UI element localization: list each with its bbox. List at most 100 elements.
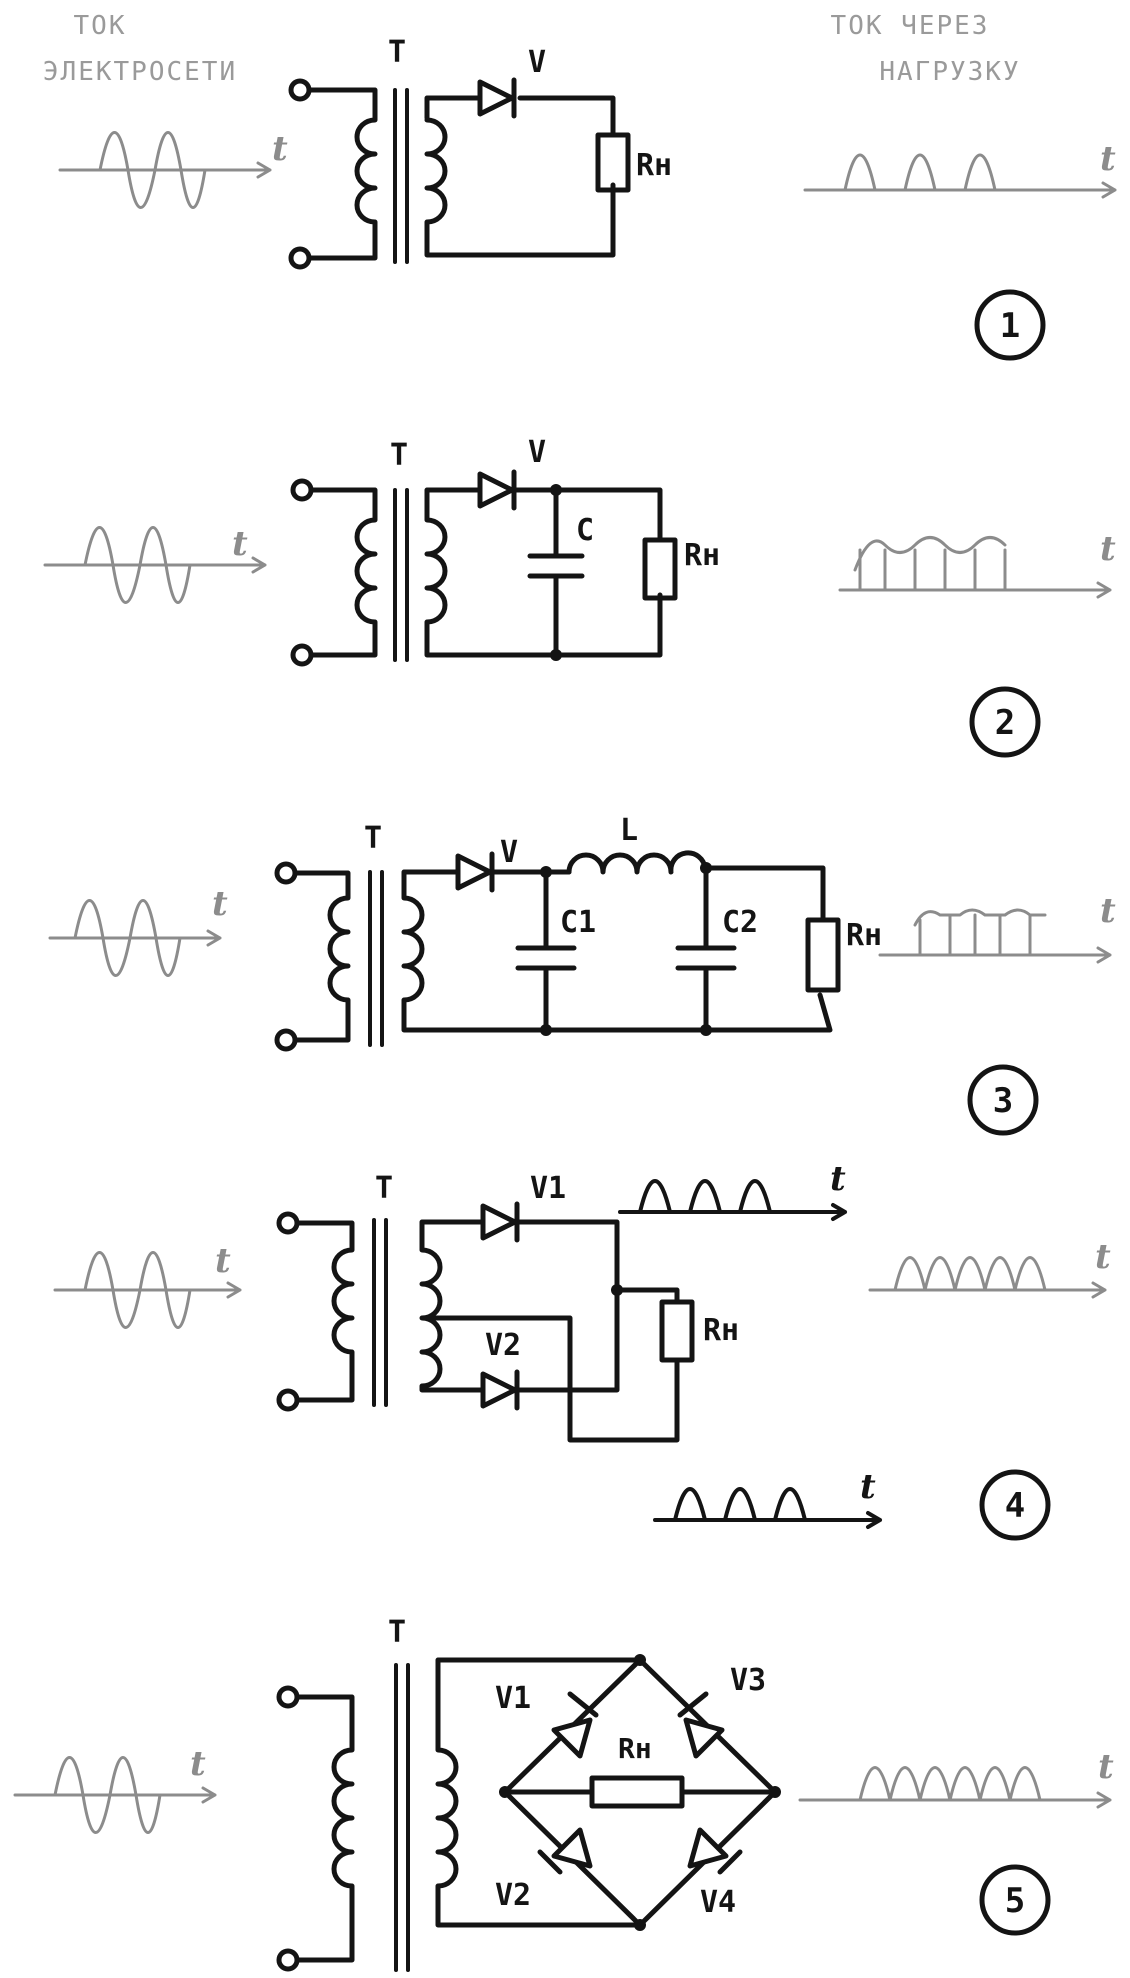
primary-winding <box>292 870 351 1043</box>
junction-dot <box>634 1654 646 1666</box>
load-label: Rн <box>684 538 720 573</box>
load-resistor <box>805 917 841 993</box>
junction-dot <box>611 1284 623 1296</box>
circuit-number-badge <box>967 1064 1039 1136</box>
input-terminal <box>276 1211 300 1235</box>
input-sine-wave-2 <box>43 526 267 604</box>
diode-v4 <box>687 1827 743 1875</box>
output-waveform-5 <box>798 1766 1112 1809</box>
header-mains-line2: ЭЛЕКТРОСЕТИ <box>43 57 237 87</box>
diode-v1-label: V1 <box>495 1681 531 1716</box>
capacitor-c <box>527 553 585 579</box>
capacitor-label: C <box>576 513 594 548</box>
circuit-number: 4 <box>1005 1486 1025 1526</box>
half-wave-bottom <box>653 1487 882 1529</box>
primary-winding <box>294 1220 355 1403</box>
input-terminal <box>290 478 314 502</box>
secondary-winding <box>424 487 663 658</box>
input-terminal <box>276 1948 300 1972</box>
input-sine-wave-3 <box>48 899 222 977</box>
junction-dot <box>634 1919 646 1931</box>
primary-winding <box>308 487 378 658</box>
transformer-core <box>393 88 409 264</box>
circuit-2: t T V C Rн t 2 <box>43 435 1116 758</box>
junction-dot <box>700 862 712 874</box>
capacitor-c1 <box>515 945 577 971</box>
circuit-4: t T V1 V2 Rн t t t 4 <box>53 1159 1111 1541</box>
circuit-number: 1 <box>1000 306 1020 346</box>
input-terminal <box>290 643 314 667</box>
time-label-out-3: t <box>1100 891 1116 931</box>
time-label-out-4: t <box>1095 1237 1111 1277</box>
secondary-winding <box>435 1657 643 1928</box>
time-label-out-5: t <box>1098 1747 1114 1787</box>
transformer-core <box>394 1663 410 1972</box>
circuit-number-badge <box>979 1469 1051 1541</box>
secondary-winding <box>424 95 616 258</box>
output-waveform-1 <box>803 153 1117 199</box>
load-resistor <box>589 1775 685 1809</box>
circuit-number: 2 <box>995 703 1015 743</box>
junction-dot <box>700 1024 712 1036</box>
circuit-number-badge <box>979 1864 1051 1936</box>
circuit-number: 3 <box>993 1081 1013 1121</box>
junction-dot <box>550 484 562 496</box>
diode-v2-label: V2 <box>495 1878 531 1913</box>
diode-v1 <box>480 1201 520 1243</box>
output-waveform-4 <box>868 1256 1107 1299</box>
input-sine-wave-1 <box>58 131 272 209</box>
diode-v2-label: V2 <box>485 1328 521 1363</box>
wire <box>514 1219 680 1393</box>
transformer-label: T <box>375 1171 393 1206</box>
time-label-in-5: t <box>190 1744 206 1784</box>
time-label-in-4: t <box>215 1241 231 1281</box>
transformer-label: T <box>364 821 382 856</box>
circuit-1: t T V Rн t 1 <box>58 35 1117 361</box>
wire <box>511 487 663 658</box>
input-terminal <box>274 861 298 885</box>
input-terminal <box>276 1388 300 1412</box>
transformer-core <box>393 488 409 662</box>
diode-label: V <box>528 435 546 470</box>
capacitor-c2 <box>675 945 737 971</box>
time-label-bottom-4: t <box>860 1467 876 1507</box>
circuit-3: t T V L C1 C2 Rн t 3 <box>48 813 1116 1136</box>
diode-v1 <box>551 1691 599 1759</box>
input-sine-wave-5 <box>13 1756 217 1834</box>
diode-v2 <box>480 1369 520 1411</box>
junction-dot <box>540 866 552 878</box>
transformer-label: T <box>390 438 408 473</box>
load-resistor <box>642 537 678 601</box>
time-label-out-1: t <box>1100 139 1116 179</box>
load-label: Rн <box>703 1313 739 1348</box>
inductor-l <box>566 850 708 875</box>
load-resistor <box>659 1299 695 1363</box>
junction-dot <box>550 649 562 661</box>
wire <box>517 95 616 138</box>
diode-v1-label: V1 <box>530 1171 566 1206</box>
secondary-winding <box>401 869 833 1033</box>
input-terminal <box>276 1685 300 1709</box>
junction-dot <box>499 1786 511 1798</box>
header-load-line1: ТОК ЧЕРЕЗ <box>831 11 990 41</box>
transformer-core <box>368 870 384 1047</box>
capacitor-c2-label: C2 <box>722 905 758 940</box>
transformer-label: T <box>388 35 406 70</box>
load-label: Rн <box>846 918 882 953</box>
secondary-winding <box>419 1219 680 1443</box>
diode-v4-label: V4 <box>700 1885 736 1920</box>
input-terminal <box>288 246 312 270</box>
diode-label: V <box>500 835 518 870</box>
time-label-top-4: t <box>830 1159 846 1199</box>
transformer-core <box>372 1218 388 1407</box>
diode-v <box>477 77 517 119</box>
junction-dot <box>769 1786 781 1798</box>
junction-dot <box>540 1024 552 1036</box>
diode-v <box>455 851 495 893</box>
header-load-line2: НАГРУЗКУ <box>879 57 1020 87</box>
circuit-number: 5 <box>1005 1881 1025 1921</box>
circuit-number-badge <box>969 686 1041 758</box>
diode-v2 <box>537 1827 593 1875</box>
load-resistor <box>595 132 631 193</box>
